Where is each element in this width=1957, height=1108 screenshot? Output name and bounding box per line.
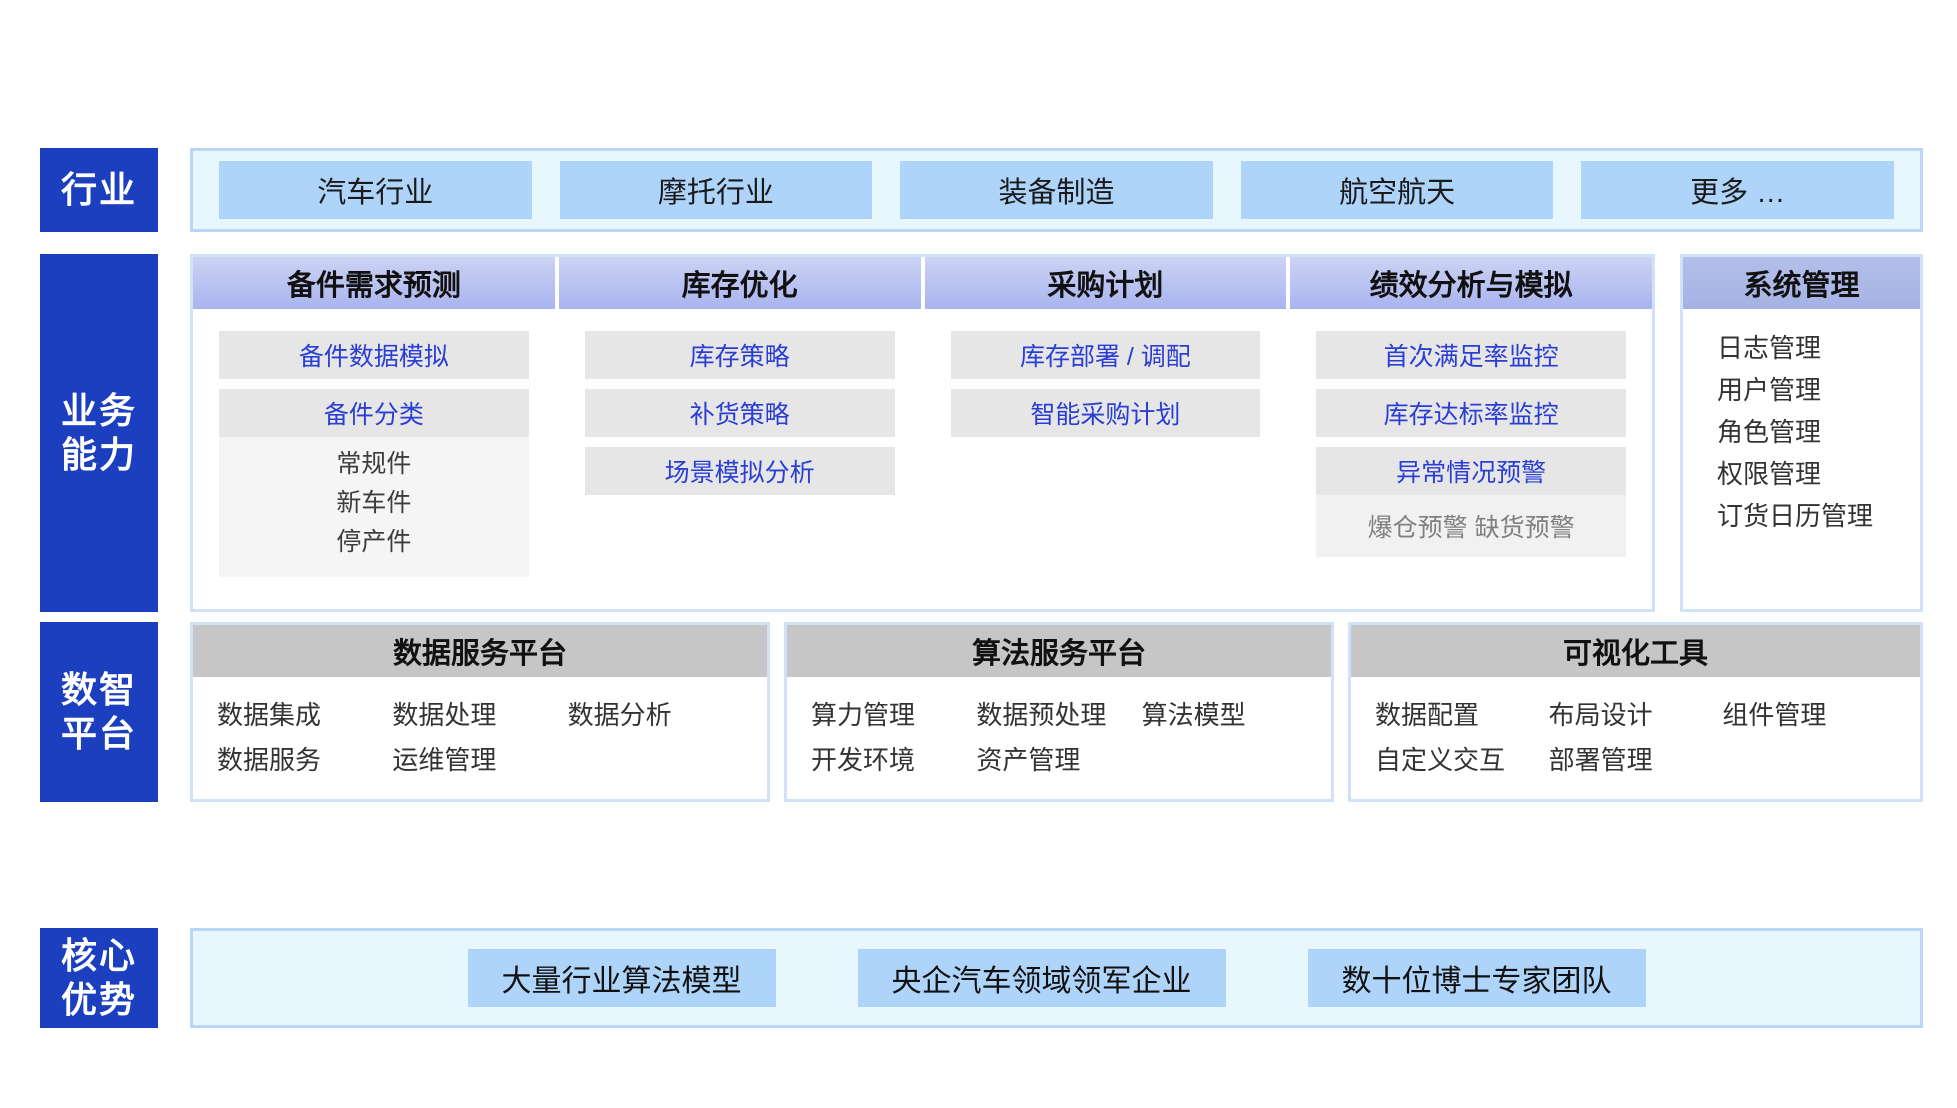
platform-box-body: 数据配置 布局设计 组件管理 自定义交互 部署管理	[1351, 677, 1920, 799]
sys-item-permission-management[interactable]: 权限管理	[1717, 459, 1822, 490]
sys-item-role-management[interactable]: 角色管理	[1717, 417, 1822, 448]
platform-box-body: 算力管理 数据预处理 算法模型 开发环境 资产管理	[787, 677, 1331, 799]
advantage-chip-phd-expert-team[interactable]: 数十位博士专家团队	[1307, 949, 1646, 1007]
sub-item: 停产件	[336, 527, 412, 556]
parts-classification-sublist: 常规件 新车件 停产件	[219, 437, 529, 578]
capability-chip[interactable]: 首次满足率监控	[1316, 331, 1626, 379]
capability-chip[interactable]: 场景模拟分析	[584, 447, 895, 495]
capability-chip[interactable]: 库存达标率监控	[1316, 389, 1626, 437]
alert-types-note: 爆仓预警 缺货预警	[1316, 495, 1626, 557]
platform-item[interactable]: 部署管理	[1548, 744, 1653, 775]
business-capability-band: 备件需求预测 备件数据模拟 备件分类 常规件 新车件 停产件 库存优化 库存策略…	[190, 254, 1655, 612]
platform-item[interactable]: 布局设计	[1548, 700, 1653, 730]
platform-item[interactable]: 数据预处理	[976, 700, 1107, 730]
platform-item[interactable]: 开发环境	[811, 744, 916, 775]
biz-column-body: 备件数据模拟 备件分类 常规件 新车件 停产件	[193, 309, 555, 609]
platform-item[interactable]: 数据配置	[1375, 700, 1480, 730]
core-advantage-band: 大量行业算法模型 央企汽车领域领军企业 数十位博士专家团队	[190, 928, 1923, 1028]
capability-chip[interactable]: 智能采购计划	[950, 389, 1261, 437]
industry-chip-aerospace[interactable]: 航空航天	[1240, 161, 1554, 219]
biz-column-body: 库存部署 / 调配 智能采购计划	[925, 309, 1287, 609]
biz-column-inventory-optimization: 库存优化 库存策略 补货策略 场景模拟分析	[558, 257, 921, 609]
capability-chip-parts-classification[interactable]: 备件分类	[219, 389, 529, 437]
capability-chip[interactable]: 补货策略	[584, 389, 895, 437]
row-label-business-line-1: 业务	[60, 390, 137, 432]
platform-box-title: 可视化工具	[1351, 625, 1920, 677]
advantage-chip-algorithm-models[interactable]: 大量行业算法模型	[467, 949, 776, 1007]
sub-item: 新车件	[336, 488, 412, 517]
biz-column-title: 库存优化	[558, 257, 921, 309]
biz-column-title: 采购计划	[924, 257, 1287, 309]
platform-item[interactable]: 数据集成	[217, 700, 322, 730]
platform-item[interactable]: 数据服务	[217, 744, 322, 775]
row-label-advantage-line-1: 核心	[60, 935, 137, 977]
industry-chip-more[interactable]: 更多 …	[1581, 161, 1894, 219]
platform-box-title: 数据服务平台	[193, 625, 767, 677]
capability-chip-abnormal-alert[interactable]: 异常情况预警	[1316, 447, 1626, 495]
platform-item[interactable]: 组件管理	[1722, 700, 1827, 730]
industry-band: 汽车行业 摩托行业 装备制造 航空航天 更多 …	[190, 148, 1923, 232]
industry-chip-motorcycle[interactable]: 摩托行业	[559, 161, 873, 219]
platform-box-body: 数据集成 数据处理 数据分析 数据服务 运维管理	[193, 677, 767, 799]
platform-item-empty	[568, 738, 743, 783]
row-label-platform-line-1: 数智	[60, 669, 137, 711]
platform-item[interactable]: 自定义交互	[1375, 744, 1506, 775]
capability-chip[interactable]: 库存策略	[584, 331, 895, 379]
biz-column-performance-analysis: 绩效分析与模拟 首次满足率监控 库存达标率监控 异常情况预警 爆仓预警 缺货预警	[1290, 257, 1652, 609]
biz-column-body: 首次满足率监控 库存达标率监控 异常情况预警 爆仓预警 缺货预警	[1290, 309, 1652, 609]
biz-column-purchase-plan: 采购计划 库存部署 / 调配 智能采购计划	[924, 257, 1287, 609]
platform-item-row: 开发环境 资产管理	[811, 738, 1307, 783]
platform-item-empty	[1142, 738, 1307, 783]
sys-item-order-calendar-management[interactable]: 订货日历管理	[1717, 501, 1874, 532]
platform-box-title: 算法服务平台	[787, 625, 1331, 677]
platform-item-row: 自定义交互 部署管理	[1375, 738, 1896, 783]
sys-item-user-management[interactable]: 用户管理	[1717, 375, 1822, 406]
biz-column-body: 库存策略 补货策略 场景模拟分析	[559, 309, 921, 609]
platform-item[interactable]: 数据分析	[567, 700, 672, 730]
row-label-business-line-2: 能力	[60, 434, 137, 475]
sys-item-log-management[interactable]: 日志管理	[1717, 333, 1822, 363]
platform-box-algorithm-service: 算法服务平台 算力管理 数据预处理 算法模型 开发环境 资产管理	[784, 622, 1334, 802]
platform-item-row: 数据服务 运维管理	[217, 738, 743, 783]
row-label-data-platform: 数智 平台	[40, 622, 158, 802]
biz-column-title: 绩效分析与模拟	[1290, 257, 1652, 309]
platform-item[interactable]: 资产管理	[976, 744, 1081, 775]
platform-item-row: 算力管理 数据预处理 算法模型	[811, 693, 1307, 738]
platform-item[interactable]: 算法模型	[1141, 700, 1246, 730]
platform-item[interactable]: 运维管理	[392, 744, 497, 775]
platform-item-row: 数据配置 布局设计 组件管理	[1375, 693, 1896, 738]
industry-chip-equipment[interactable]: 装备制造	[900, 161, 1213, 219]
platform-box-data-service: 数据服务平台 数据集成 数据处理 数据分析 数据服务 运维管理	[190, 622, 770, 802]
row-label-industry-line-1: 行业	[60, 169, 137, 211]
row-label-business-capability: 业务 能力	[40, 254, 158, 612]
platform-item-empty	[1722, 738, 1896, 783]
row-label-advantage-line-2: 优势	[60, 979, 137, 1020]
system-management-body: 日志管理 用户管理 角色管理 权限管理 订货日历管理	[1683, 309, 1920, 538]
platform-box-visualization-tool: 可视化工具 数据配置 布局设计 组件管理 自定义交互 部署管理	[1348, 622, 1923, 802]
platform-item[interactable]: 算力管理	[811, 700, 916, 730]
biz-column-demand-forecast: 备件需求预测 备件数据模拟 备件分类 常规件 新车件 停产件	[193, 257, 555, 609]
row-label-industry: 行业	[40, 148, 158, 232]
system-management-box: 系统管理 日志管理 用户管理 角色管理 权限管理 订货日历管理	[1680, 254, 1923, 612]
platform-item-row: 数据集成 数据处理 数据分析	[217, 693, 743, 738]
biz-column-title: 备件需求预测	[193, 257, 555, 309]
system-management-title: 系统管理	[1683, 257, 1920, 309]
capability-chip[interactable]: 备件数据模拟	[219, 331, 529, 379]
industry-chip-automotive[interactable]: 汽车行业	[219, 161, 532, 219]
row-label-core-advantage: 核心 优势	[40, 928, 158, 1028]
row-label-platform-line-2: 平台	[60, 713, 137, 754]
capability-chip[interactable]: 库存部署 / 调配	[950, 331, 1261, 379]
sub-item: 常规件	[336, 450, 412, 478]
platform-item[interactable]: 数据处理	[392, 700, 497, 730]
advantage-chip-leading-enterprise[interactable]: 央企汽车领域领军企业	[857, 949, 1226, 1007]
